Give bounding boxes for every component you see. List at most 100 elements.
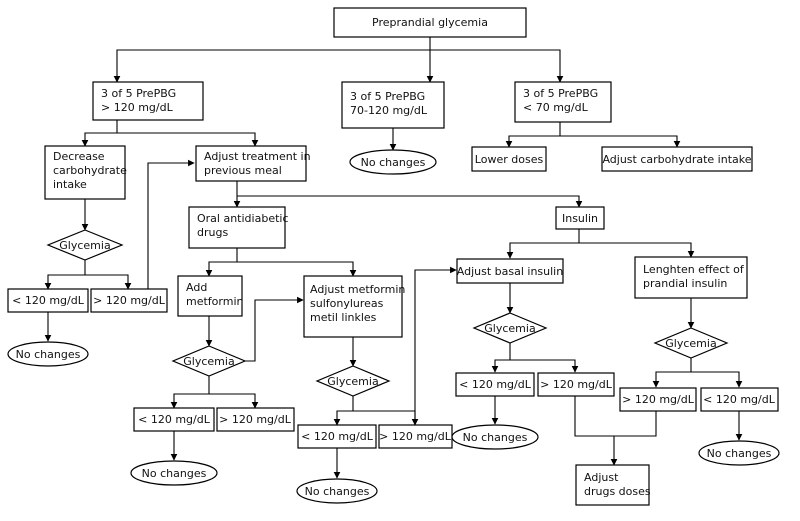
node-gt120-5-text: > 120 mg/dL: [622, 393, 695, 406]
edge-gt120-1-to-adjust-treatment: [147, 159, 195, 289]
node-adjust-basal-insulin-line-1: Adjust basal insulin: [457, 265, 563, 278]
node-glycemia-5-line-1: Glycemia: [665, 337, 716, 350]
node-lt120-5-line-1: < 120 mg/dL: [703, 393, 776, 406]
node-gt120-3-line-1: > 120 mg/dL: [379, 430, 452, 443]
node-no-changes-2-text: No changes: [142, 467, 207, 480]
edge-adjust-treatment-to-insulin: [237, 195, 583, 208]
node-adjust-metformin-line-1: Adjust metformin: [310, 283, 405, 296]
node-lt120-3: < 120 mg/dL: [297, 424, 377, 449]
node-prepbg-high: 3 of 5 PrePBG> 120 mg/dL: [92, 81, 204, 121]
node-oral-antidiabetic-drugs-line-2: drugs: [197, 226, 228, 239]
node-add-metformin-line-1: Add: [186, 281, 207, 294]
node-oral-antidiabetic-drugs-line-1: Oral antidiabetic: [197, 212, 289, 225]
node-no-changes-mid: No changes: [349, 149, 437, 175]
node-gt120-4-line-1: > 120 mg/dL: [540, 378, 613, 391]
edge-pre-high-to-adjust-treatment: [117, 132, 259, 147]
node-no-changes-mid-line-1: No changes: [361, 156, 426, 169]
edge-glycemia-5-to-gt120-5: [652, 358, 692, 388]
edge-glycemia-3-to-lt120-3: [333, 396, 354, 426]
node-no-changes-5-text: No changes: [707, 447, 772, 460]
node-prepbg-mid-line-2: 70-120 mg/dL: [350, 104, 428, 117]
node-no-changes-5-line-1: No changes: [707, 447, 772, 460]
node-preprandial-glycemia-line-1: Preprandial glycemia: [372, 16, 488, 29]
node-lt120-4: < 120 mg/dL: [455, 372, 535, 397]
node-lt120-4-line-1: < 120 mg/dL: [459, 378, 532, 391]
connectors: [44, 37, 743, 479]
node-preprandial-glycemia-text: Preprandial glycemia: [372, 16, 488, 29]
node-adjust-basal-insulin-text: Adjust basal insulin: [457, 265, 563, 278]
node-lengthen-prandial-insulin-line-2: prandial insulin: [643, 277, 727, 290]
edge-gt120-4-to-adjust-drugs: [574, 396, 618, 466]
node-adjust-drugs-doses-line-1: Adjust: [584, 471, 619, 484]
node-gt120-3: > 120 mg/dL: [378, 424, 453, 449]
node-lt120-1-text: < 120 mg/dL: [12, 294, 85, 307]
node-lt120-2-line-1: < 120 mg/dL: [138, 413, 211, 426]
node-glycemia-5: Glycemia: [653, 327, 729, 359]
node-glycemia-4: Glycemia: [472, 312, 548, 344]
node-prepbg-low-line-1: 3 of 5 PrePBG: [523, 87, 598, 100]
node-no-changes-1-line-1: No changes: [16, 348, 81, 361]
edge-glycemia-2-to-adjust-metformin: [245, 296, 304, 362]
node-no-changes-5: No changes: [698, 440, 780, 466]
edge-oral-drugs-to-adjust-metformin: [237, 261, 357, 277]
edge-insulin-to-lengthen-prandial: [579, 242, 695, 258]
edge-glycemia-1-to-gt120-1: [85, 274, 132, 290]
node-adjust-drugs-doses-line-2: drugs doses: [584, 485, 651, 498]
node-glycemia-4-text: Glycemia: [484, 322, 535, 335]
node-preprandial-glycemia: Preprandial glycemia: [333, 7, 527, 38]
node-add-metformin-line-2: metformin: [186, 295, 243, 308]
node-gt120-4-text: > 120 mg/dL: [540, 378, 613, 391]
node-gt120-2: > 120 mg/dL: [216, 407, 295, 432]
node-gt120-1-text: > 120 mg/dL: [93, 294, 166, 307]
node-decrease-carbohydrate-line-1: Decrease: [53, 150, 105, 163]
node-lower-doses: Lower doses: [471, 146, 547, 172]
edge-glycemia-4-to-gt120-4: [510, 359, 579, 373]
node-no-changes-3-text: No changes: [305, 485, 370, 498]
node-prepbg-low-text: 3 of 5 PrePBG< 70 mg/dL: [523, 87, 598, 114]
edge-glycemia-4-to-lt120-4: [491, 343, 511, 373]
node-lt120-4-text: < 120 mg/dL: [459, 378, 532, 391]
node-adjust-treatment-line-2: previous meal: [204, 164, 282, 177]
node-prepbg-low: 3 of 5 PrePBG< 70 mg/dL: [514, 81, 612, 123]
node-insulin: Insulin: [555, 206, 605, 230]
node-prepbg-mid-line-1: 3 of 5 PrePBG: [350, 90, 425, 103]
edge-gt120-5-to-adjust-drugs: [614, 411, 657, 437]
edge-pre-low-to-adjust-carb: [560, 135, 681, 148]
node-gt120-3-text: > 120 mg/dL: [379, 430, 452, 443]
node-glycemia-2-text: Glycemia: [183, 355, 234, 368]
node-gt120-2-line-1: > 120 mg/dL: [219, 413, 292, 426]
node-lt120-1: < 120 mg/dL: [7, 288, 89, 313]
edge-glycemia-1-to-lt120-1: [44, 260, 86, 290]
node-glycemia-1-line-1: Glycemia: [59, 239, 110, 252]
node-decrease-carbohydrate-line-2: carbohydrate: [53, 164, 127, 177]
node-prepbg-high-line-2: > 120 mg/dL: [101, 101, 174, 114]
edge-gt120-3-to-adjust-basal: [414, 266, 457, 425]
node-no-changes-3-line-1: No changes: [305, 485, 370, 498]
node-glycemia-2: Glycemia: [171, 345, 247, 377]
node-adjust-metformin-line-3: metil linkles: [310, 311, 377, 324]
node-insulin-line-1: Insulin: [562, 212, 598, 225]
node-adjust-treatment-line-1: Adjust treatment in: [204, 150, 311, 163]
node-lower-doses-text: Lower doses: [475, 153, 544, 166]
node-no-changes-3: No changes: [296, 478, 378, 504]
node-gt120-5: > 120 mg/dL: [619, 387, 697, 412]
node-glycemia-3-line-1: Glycemia: [327, 375, 378, 388]
node-no-changes-2-line-1: No changes: [142, 467, 207, 480]
node-no-changes-mid-text: No changes: [361, 156, 426, 169]
node-gt120-1: > 120 mg/dL: [90, 288, 168, 313]
edge-root-to-pre-high: [113, 37, 431, 83]
node-lt120-3-text: < 120 mg/dL: [301, 430, 374, 443]
node-glycemia-2-line-1: Glycemia: [183, 355, 234, 368]
node-no-changes-1-text: No changes: [16, 348, 81, 361]
